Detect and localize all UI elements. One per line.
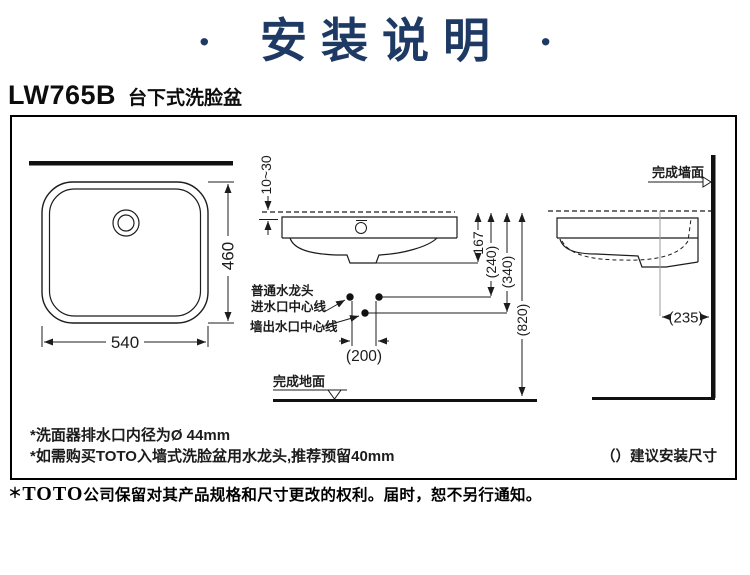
depth-dimension-label: 460 <box>219 242 238 270</box>
sink-front-bowl <box>289 237 438 264</box>
top-view: 540 460 <box>29 161 238 352</box>
product-type: 台下式洗脸盆 <box>128 88 243 109</box>
dimension-340-label: (340) <box>499 256 515 289</box>
floor-label: 完成地面 <box>273 374 325 389</box>
dimension-200-label: (200) <box>346 348 382 365</box>
basin-inner-rim <box>48 188 202 317</box>
wall-line <box>711 155 716 398</box>
faucet-inlet-point-left <box>346 293 354 301</box>
sink-side-rim <box>556 217 699 262</box>
finished-floor: 完成地面 <box>273 374 537 402</box>
wall-outlet-label: 墙出水口中心线 <box>250 319 338 334</box>
sink-side-inner-dashed <box>561 218 692 261</box>
disclaimer-text: 公司保留对其产品规格和尺寸更改的权利。届时，恕不另行通知。 <box>83 487 542 504</box>
top-view-wall-line <box>29 161 233 166</box>
side-floor-line <box>592 397 715 400</box>
sink-side-bowl <box>559 238 699 268</box>
dimension-240: (240) <box>483 213 499 296</box>
dimension-340: (340) <box>499 213 515 312</box>
dimension-820-label: (820) <box>514 304 530 337</box>
wall-outlet-callout: 墙出水口中心线 <box>250 315 360 334</box>
faucet-inlet-point-right <box>375 293 383 301</box>
floor-line <box>273 399 537 402</box>
wall-label: 完成墙面 <box>652 165 704 180</box>
title-bullet-left: · <box>196 16 212 67</box>
drain-hole-inner <box>117 214 135 232</box>
faucet-label-line1: 普通水龙头 <box>251 283 314 298</box>
dimension-167: 167 <box>470 213 486 262</box>
wall-outlet-point <box>361 309 369 317</box>
disclaimer-asterisk: ＊ <box>8 485 23 501</box>
dimension-200: (200) <box>339 301 389 365</box>
finished-wall-callout: 完成墙面 <box>648 165 712 188</box>
faucet-inlet-callout: 普通水龙头 进水口中心线 <box>251 283 346 314</box>
dimension-235: (235) <box>662 310 709 327</box>
dimension-240-label: (240) <box>483 246 499 279</box>
faucet-label-line2: 进水口中心线 <box>251 299 327 314</box>
page-title: 安装说明 <box>260 15 504 68</box>
wall-level-marker <box>702 176 712 188</box>
installation-diagram: 540 460 10~30 <box>10 115 737 480</box>
disclaimer: ＊TOTO公司保留对其产品规格和尺寸更改的权利。届时，恕不另行通知。 <box>8 483 746 506</box>
drain-hole-outer <box>112 209 140 237</box>
width-dimension-label: 540 <box>111 333 139 352</box>
basin-outer-rim <box>41 181 209 324</box>
dimension-820: (820) <box>514 213 530 396</box>
brand-name: TOTO <box>22 483 84 505</box>
diagram-border <box>10 115 737 480</box>
dimension-167-label: 167 <box>470 231 486 255</box>
note-faucet-reserve: *如需购买TOTO入墙式洗脸盆用水龙头,推荐预留40mm <box>30 447 394 465</box>
counter-gap-label: 10~30 <box>258 155 274 195</box>
legend-suggested-dimensions: （）建议安装尺寸 <box>601 447 717 465</box>
side-view: 完成墙面 (235) <box>548 155 716 400</box>
title-bullet-right: · <box>538 16 554 67</box>
depth-dimension-460: 460 <box>208 181 238 324</box>
width-dimension-540: 540 <box>41 326 209 352</box>
floor-level-marker <box>327 389 342 400</box>
overflow-hole <box>355 222 367 234</box>
product-model: LW765B <box>8 80 117 110</box>
page-header: · 安装说明 · <box>0 6 750 78</box>
note-drain-diameter: *洗面器排水口内径为Ø 44mm <box>30 426 230 444</box>
front-view: 10~30 167 (240) <box>250 155 537 402</box>
sink-front-rim <box>281 216 458 239</box>
product-heading: LW765B 台下式洗脸盆 <box>8 80 242 111</box>
dimension-235-label: (235) <box>668 310 703 327</box>
counter-gap-dimension: 10~30 <box>258 155 278 235</box>
